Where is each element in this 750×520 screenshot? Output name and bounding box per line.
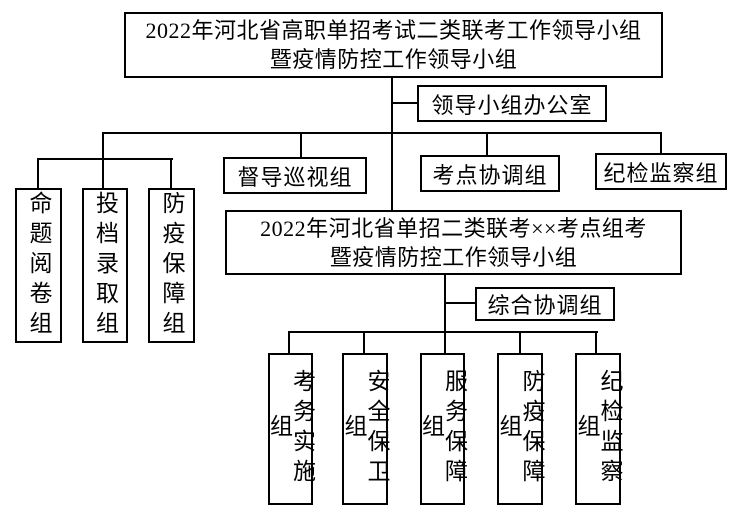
subgroup-jijian-jiancha-bottom-box: 纪检监察组 (574, 353, 622, 505)
connector-drop-dudao (300, 132, 302, 158)
provincial-leading-group-box: 2022年河北省高职单招考试二类联考工作领导小组 暨疫情防控工作领导小组 (124, 12, 663, 78)
subgroup-mingti-yuejuan-box: 命题阅卷组 (15, 188, 62, 343)
connector-office-stub (392, 102, 419, 104)
subgroup-dudao-xunshi-label: 督导巡视组 (237, 164, 353, 190)
provincial-group-title-line2: 暨疫情防控工作领导小组 (269, 47, 518, 72)
subgroup-kaodian-xietiao-box: 考点协调组 (420, 155, 560, 192)
connector-left-main-drop (102, 132, 104, 189)
subgroup-toudang-luqu-label: 投档录取组 (92, 190, 118, 341)
connector-drop-jijian-top (660, 132, 662, 154)
subgroup-anquan-baowei-box: 安全保卫组 (341, 353, 389, 505)
coordination-group-box: 综合协调组 (475, 287, 615, 321)
site-leading-group-box: 2022年河北省单招二类联考××考点组考 暨疫情防控工作领导小组 (225, 210, 682, 275)
subgroup-jijian-jiancha-top-box: 纪检监察组 (595, 153, 727, 190)
subgroup-jijian-jiancha-bottom-label: 纪检监察组 (574, 369, 622, 489)
subgroup-toudang-luqu-box: 投档录取组 (82, 188, 128, 343)
connector-drop-mingti (37, 158, 39, 189)
subgroup-fuwu-baozhang-label: 服务保障组 (418, 369, 467, 489)
connector-drop-fangyi-left (170, 158, 172, 189)
subgroup-fangyi-baozhang-bottom-label: 防疫保障组 (496, 369, 544, 489)
subgroup-fangyi-baozhang-left-box: 防疫保障组 (148, 188, 195, 343)
subgroup-dudao-xunshi-box: 督导巡视组 (223, 157, 367, 194)
subgroup-jijian-jiancha-top-label: 纪检监察组 (603, 160, 719, 186)
connector-top-to-site-vertical (391, 78, 393, 212)
subgroup-fangyi-baozhang-left-label: 防疫保障组 (159, 190, 184, 341)
connector-bottom-distribution (288, 331, 598, 333)
subgroup-kaowu-shishi-label: 考务实施组 (266, 369, 315, 489)
site-group-title-line2: 暨疫情防控工作领导小组 (329, 244, 578, 270)
connector-drop-kaowu (288, 331, 290, 354)
subgroup-fuwu-baozhang-box: 服务保障组 (418, 353, 467, 505)
connector-drop-fangyi-bottom (519, 331, 521, 354)
connector-top-distribution (102, 132, 662, 134)
leading-group-office-box: 领导小组办公室 (417, 85, 607, 122)
subgroup-anquan-baowei-label: 安全保卫组 (341, 369, 389, 489)
subgroup-fangyi-baozhang-bottom-box: 防疫保障组 (496, 353, 544, 505)
connector-coordination-stub (445, 302, 475, 304)
subgroup-kaowu-shishi-box: 考务实施组 (266, 353, 315, 505)
connector-drop-jijian-bottom (595, 331, 597, 354)
connector-drop-anquan (363, 331, 365, 354)
connector-drop-kaodian (486, 132, 488, 156)
coordination-group-label: 综合协调组 (487, 293, 603, 318)
site-group-title-line1: 2022年河北省单招二类联考××考点组考 (260, 215, 647, 241)
connector-left-sub-line (37, 158, 173, 160)
connector-drop-fuwu (444, 331, 446, 354)
subgroup-mingti-yuejuan-label: 命题阅卷组 (26, 190, 51, 341)
subgroup-kaodian-xietiao-label: 考点协调组 (432, 162, 548, 188)
leading-group-office-label: 领导小组办公室 (431, 92, 593, 118)
provincial-group-title-line1: 2022年河北省高职单招考试二类联考工作领导小组 (145, 18, 642, 43)
